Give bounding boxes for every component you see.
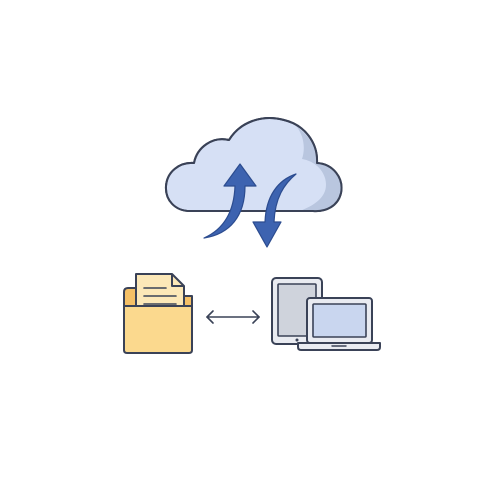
laptop-screen: [312, 303, 367, 338]
document-fold: [171, 274, 184, 287]
bidirectional-arrow-icon: [206, 310, 260, 324]
cloud-icon: [164, 117, 343, 213]
laptop-icon: [297, 297, 381, 351]
upload-arrow-icon: [203, 163, 257, 239]
cloud-shadow: [296, 126, 342, 212]
folder-icon: [123, 273, 193, 354]
cloud-shape: [164, 117, 343, 213]
cloud-outline: [164, 117, 343, 213]
download-arrow-body: [252, 173, 297, 248]
tablet-home-button: [295, 338, 299, 342]
bidirectional-arrow-left-head: [206, 310, 214, 324]
folder-front: [123, 305, 193, 354]
download-arrow-icon: [252, 173, 297, 248]
upload-arrow-body: [203, 163, 257, 239]
bidirectional-arrow-right-head: [252, 310, 260, 324]
